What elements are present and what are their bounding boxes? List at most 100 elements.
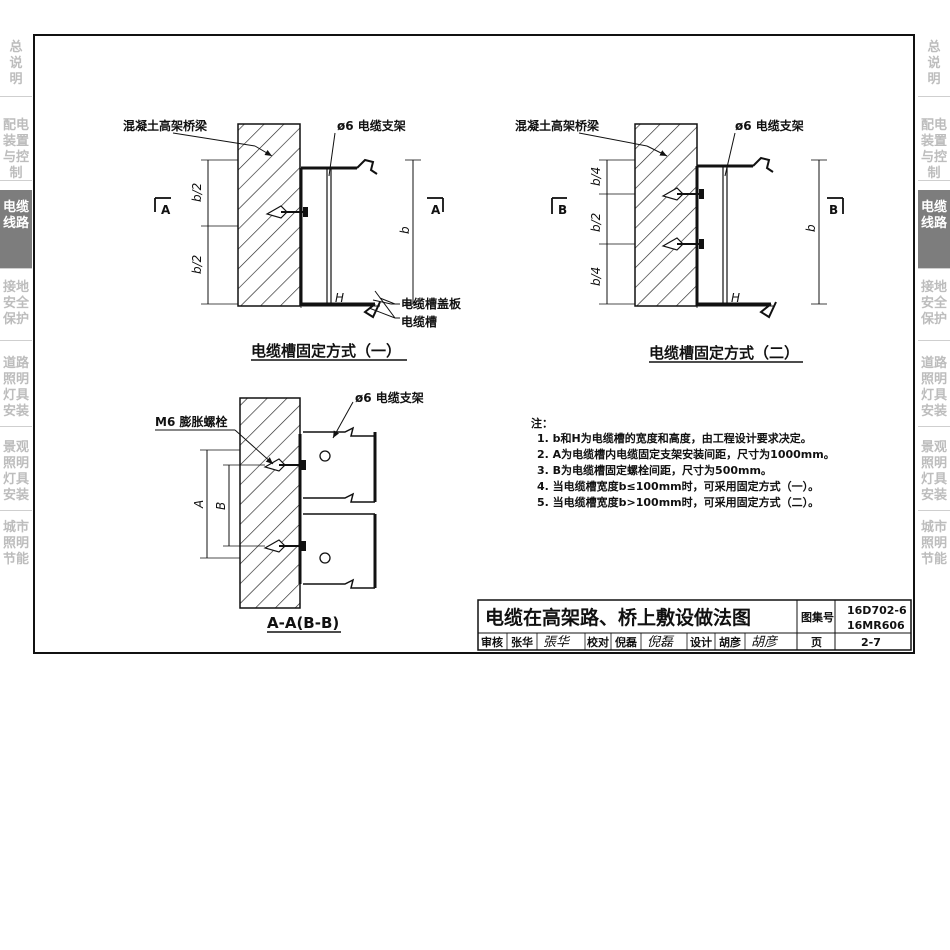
left-tab-6[interactable]: 景观照明灯具安装: [0, 430, 32, 510]
tab-label-line: 电缆: [920, 200, 947, 215]
design-label: 设计: [690, 635, 712, 649]
right-tab-2[interactable]: 配电装置与控制: [918, 108, 950, 181]
design-name: 胡彦: [719, 635, 741, 649]
tab-label-line: 保护: [2, 312, 29, 327]
review-label: 审核: [481, 635, 503, 649]
tab-label-line: 说: [927, 56, 941, 71]
section-mark-a-right: A: [431, 203, 441, 217]
tab-label-line: 安装: [2, 488, 29, 503]
bracket-label: ø6 电缆支架: [735, 118, 804, 133]
right-tab-1[interactable]: 总说明: [918, 30, 950, 96]
left-tab-2[interactable]: 配电装置与控制: [0, 108, 32, 181]
dim-b-spacing: B: [214, 502, 228, 510]
bracket-label: ø6 电缆支架: [337, 118, 406, 133]
tab-label-line: 总: [9, 40, 23, 55]
bridge-label: 混凝土高架桥梁: [515, 118, 599, 133]
design-signature: 胡彦: [751, 634, 779, 650]
review-signature: 張华: [543, 635, 571, 650]
note-item-5: 5. 当电缆槽宽度b>100mm时，可采用固定方式（二）。: [537, 495, 819, 509]
figure-fixing-method-2: [551, 123, 844, 319]
tab-label-line: 安装: [920, 488, 947, 503]
tab-separator: [0, 510, 32, 511]
tab-label-line: 线路: [2, 216, 29, 231]
tab-label-line: 灯具: [920, 388, 947, 403]
tab-label-line: 总: [927, 40, 941, 55]
note-item-1: 1. b和H为电缆槽的宽度和高度，由工程设计要求决定。: [537, 431, 812, 445]
dim-b-half: b/2: [589, 213, 603, 232]
tab-label-line: 装置: [2, 134, 29, 149]
tab-label-line: 明: [9, 72, 23, 87]
title-block: [477, 599, 912, 651]
note-item-3: 3. B为电缆槽固定螺栓间距，尺寸为500mm。: [537, 463, 772, 477]
tab-label-line: 配电: [920, 118, 947, 133]
dim-b-half-upper: b/2: [190, 183, 204, 202]
caption-section: A-A(B-B): [267, 614, 339, 632]
tab-separator: [918, 96, 950, 97]
trough-label: 电缆槽: [401, 314, 437, 329]
tab-label-line: 安装: [920, 404, 947, 419]
right-tab-6[interactable]: 景观照明灯具安装: [918, 430, 950, 510]
anchor-bolt: [263, 458, 306, 472]
bracket-hole: [319, 450, 331, 462]
tab-label-line: 灯具: [2, 472, 29, 487]
tab-label-line: 安装: [2, 404, 29, 419]
tab-label-line: 照明: [2, 456, 29, 471]
tab-label-line: 节能: [920, 552, 947, 567]
dim-h: H: [731, 291, 740, 305]
check-name: 倪磊: [615, 635, 637, 649]
tab-separator: [0, 340, 32, 341]
tab-label-line: 与控: [2, 150, 29, 165]
caption-method-1: 电缆槽固定方式（一）: [251, 342, 401, 360]
bolt-label: M6 膨胀螺栓: [155, 414, 227, 429]
tab-separator: [0, 426, 32, 427]
tab-label-line: 接地: [2, 280, 29, 295]
atlas-number-1: 16D702-6: [847, 604, 907, 617]
page-number: 2-7: [861, 636, 881, 649]
anchor-bolt: [661, 237, 704, 251]
tab-label-line: 制: [9, 166, 23, 181]
right-tab-4[interactable]: 接地安全保护: [918, 270, 950, 340]
left-tab-7[interactable]: 城市照明节能: [0, 510, 32, 588]
concrete-bridge-wall: [634, 123, 698, 307]
section-mark-b-left: B: [558, 203, 567, 217]
left-tab-3[interactable]: 电缆线路: [0, 190, 32, 268]
check-signature: 倪磊: [647, 635, 675, 650]
concrete-bridge-wall: [239, 397, 301, 609]
tab-label-line: 安全: [920, 296, 947, 311]
tab-label-line: 道路: [920, 356, 947, 371]
left-tab-5[interactable]: 道路照明灯具安装: [0, 346, 32, 426]
left-tab-4[interactable]: 接地安全保护: [0, 270, 32, 340]
review-name: 张华: [511, 635, 533, 649]
tab-label-line: 城市: [920, 520, 947, 535]
cover-label: 电缆槽盖板: [401, 296, 462, 311]
right-tab-3[interactable]: 电缆线路: [918, 190, 950, 268]
note-item-2: 2. A为电缆槽内电缆固定支架安装间距，尺寸为1000mm。: [537, 447, 835, 461]
tab-separator: [0, 268, 32, 269]
tab-separator: [918, 510, 950, 511]
tab-label-line: 电缆: [2, 200, 29, 215]
figure-fixing-method-1: [154, 123, 444, 319]
tab-label-line: 制: [927, 166, 941, 181]
tab-label-line: 线路: [920, 216, 947, 231]
section-mark-b-right: B: [829, 203, 838, 217]
dim-b-quarter-lower: b/4: [589, 267, 603, 286]
check-label: 校对: [587, 635, 609, 649]
tab-separator: [918, 426, 950, 427]
page-label: 页: [811, 636, 822, 649]
tab-label-line: 说: [9, 56, 23, 71]
drawing-title: 电缆在高架路、桥上敷设做法图: [485, 606, 751, 629]
caption-method-2: 电缆槽固定方式（二）: [649, 344, 799, 362]
bracket-hole: [319, 552, 331, 564]
right-tab-7[interactable]: 城市照明节能: [918, 510, 950, 588]
tab-label-line: 装置: [920, 134, 947, 149]
notes-heading: 注：: [531, 416, 553, 430]
left-tab-1[interactable]: 总说明: [0, 30, 32, 96]
right-tab-5[interactable]: 道路照明灯具安装: [918, 346, 950, 426]
dim-b-quarter-upper: b/4: [589, 167, 603, 186]
note-item-4: 4. 当电缆槽宽度b≤100mm时，可采用固定方式（一）。: [537, 479, 819, 493]
tab-separator: [0, 96, 32, 97]
bridge-label: 混凝土高架桥梁: [123, 118, 207, 133]
tab-label-line: 灯具: [920, 472, 947, 487]
dim-b-half-lower: b/2: [190, 255, 204, 274]
tab-label-line: 景观: [920, 440, 947, 455]
